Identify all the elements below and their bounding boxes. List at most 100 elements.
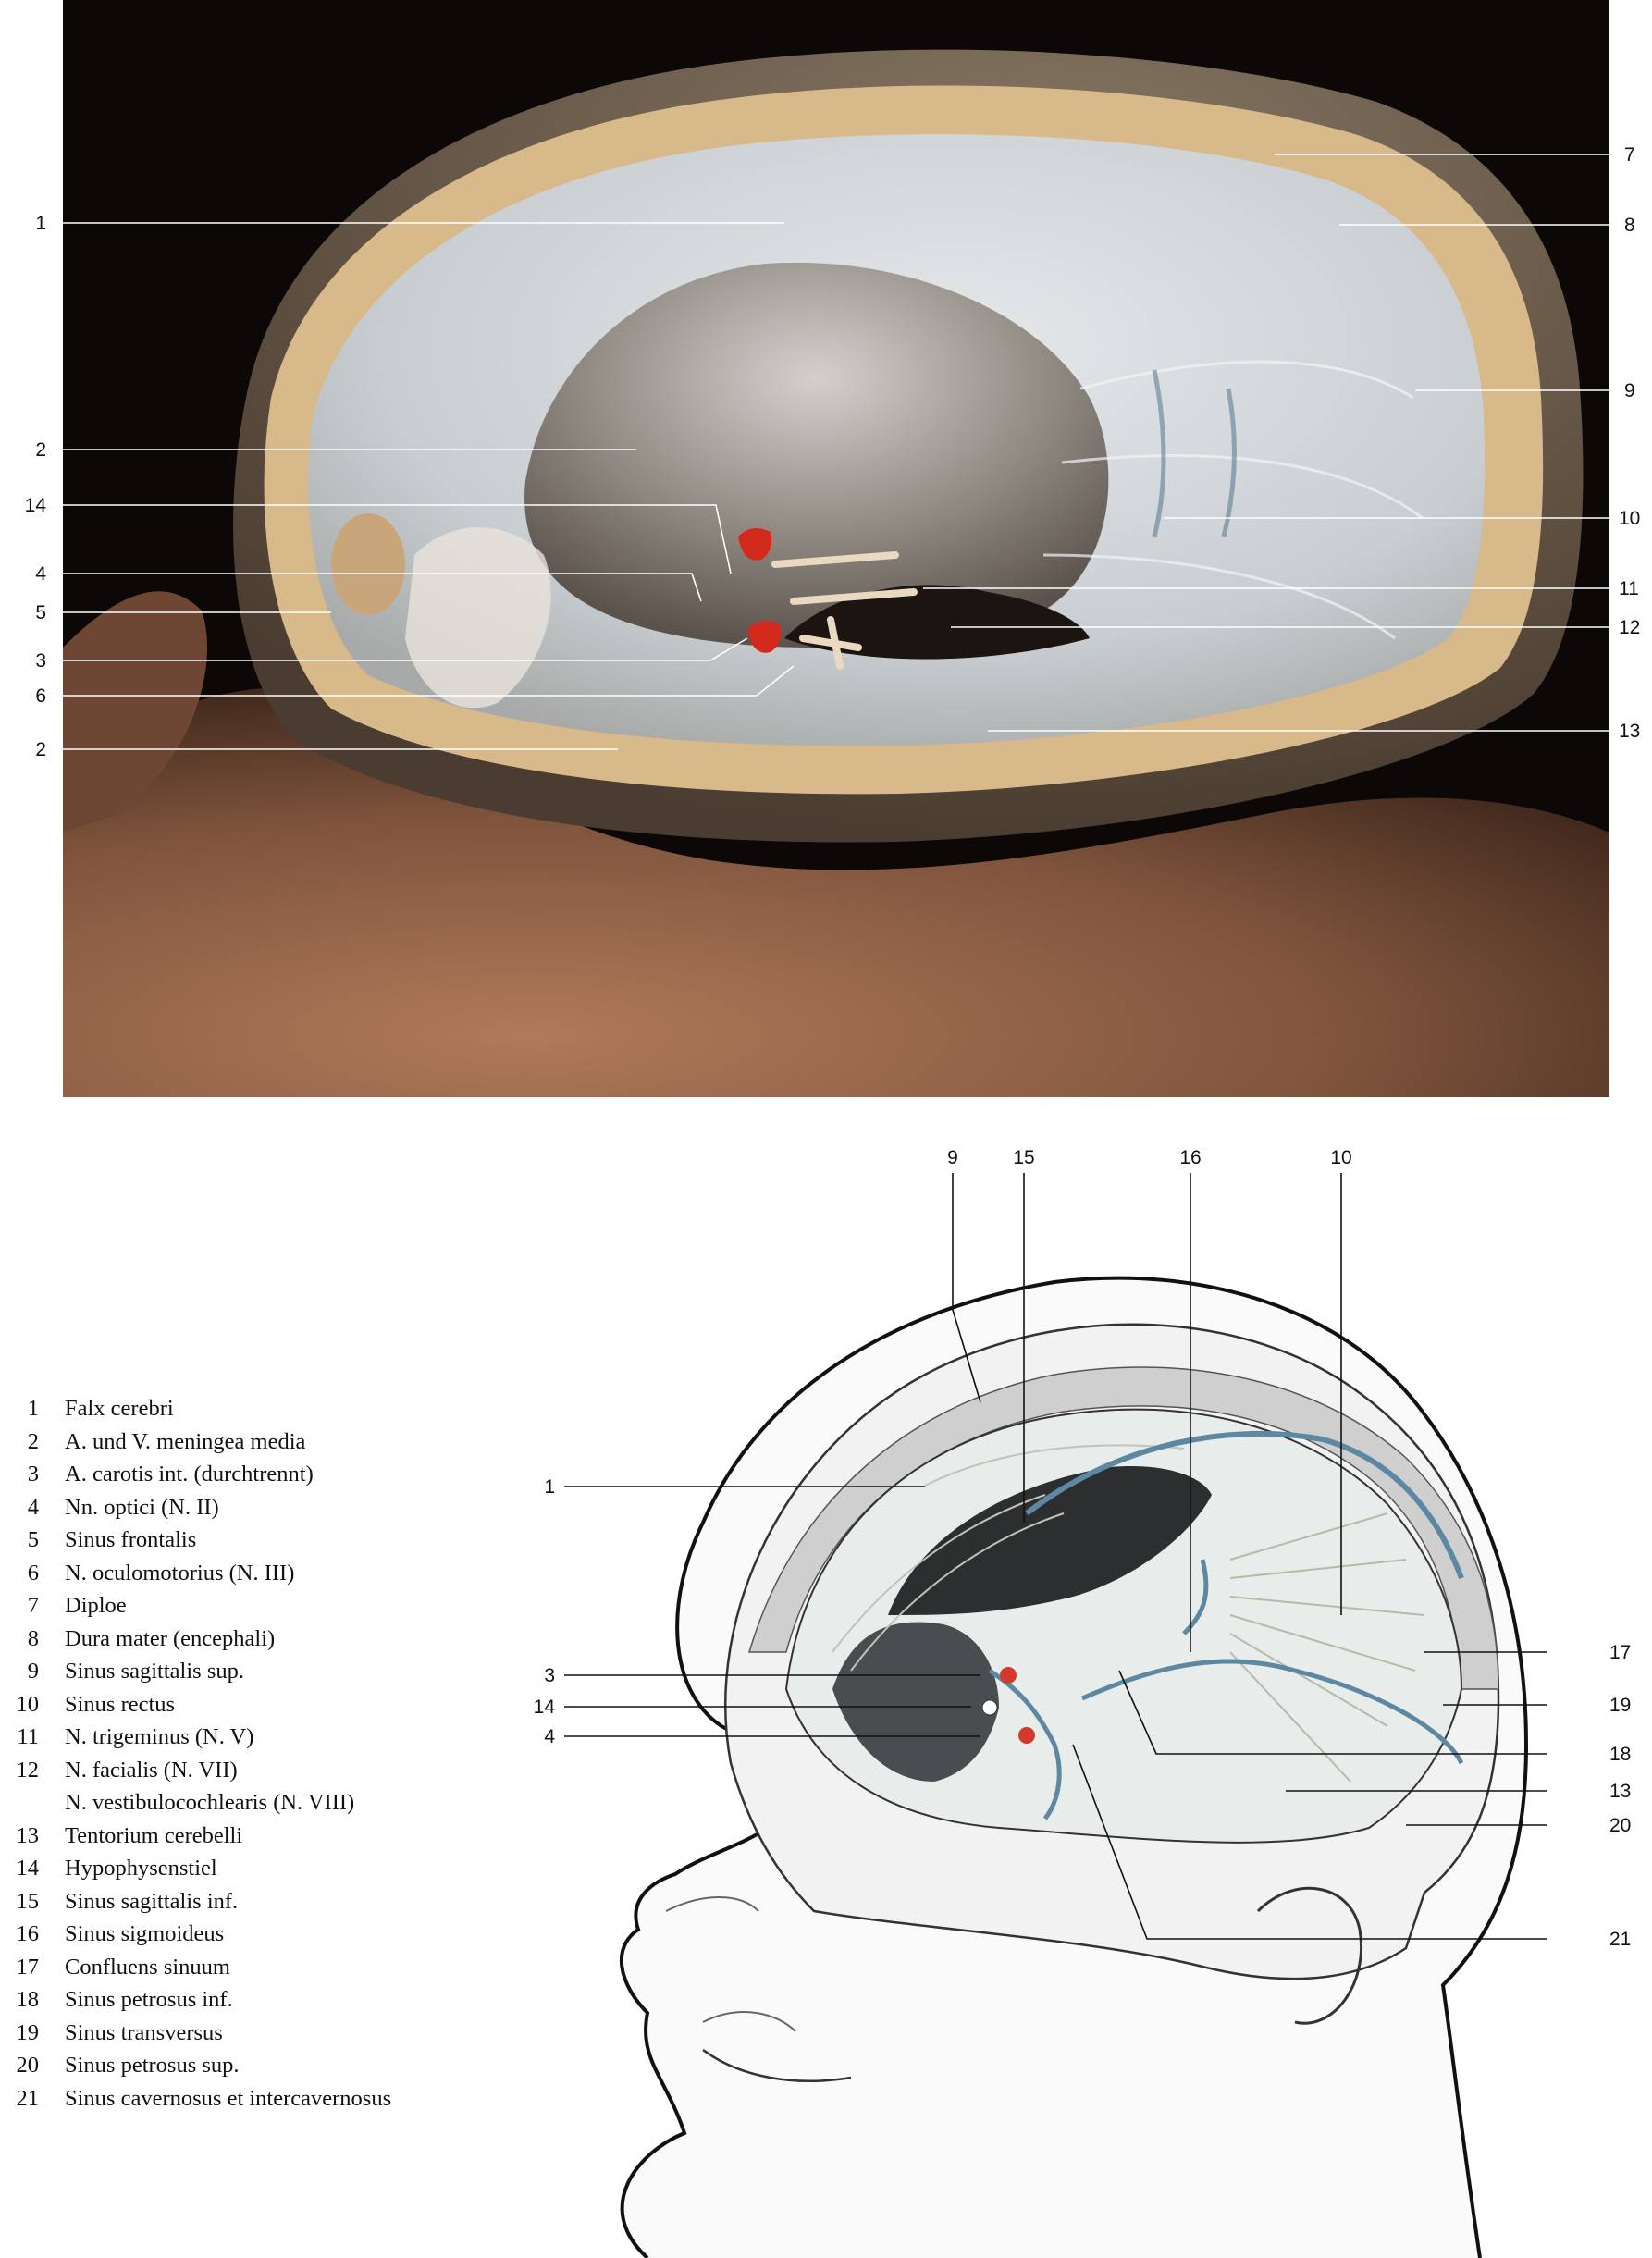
drawing-label-1: 1 <box>544 1476 555 1498</box>
photo-label-7: 7 <box>1624 144 1635 166</box>
photo-labels: 1 2 14 4 5 3 6 2 7 8 9 10 11 12 13 <box>25 144 1641 760</box>
photo-label-11: 11 <box>1619 578 1639 599</box>
legend-row: 20 Sinus petrosus sup. <box>11 2049 529 2082</box>
legend-term: Sinus frontalis <box>65 1527 197 1552</box>
legend-row: N. vestibulocochlearis (N. VIII) <box>11 1786 529 1820</box>
drawing-label-15: 15 <box>1013 1147 1034 1168</box>
legend-row: 17 Confluens sinuum <box>11 1951 529 1984</box>
legend-term: N. facialis (N. VII) <box>65 1757 238 1783</box>
legend-term: Dura mater (encephali) <box>65 1625 276 1651</box>
drawing-illustration: 9 15 16 10 1 3 14 4 17 19 18 13 20 21 <box>534 1147 1631 2258</box>
legend-term: Sinus transversus <box>65 2019 223 2045</box>
photo-label-3: 3 <box>35 650 46 672</box>
legend-number: 9 <box>27 1659 39 1684</box>
photo-illustration <box>63 49 1609 1097</box>
legend-term: Sinus cavernosus et intercavernosus <box>65 2085 392 2111</box>
drawing-label-16: 16 <box>1179 1147 1201 1168</box>
legend-row: 19 Sinus transversus <box>11 2017 529 2050</box>
legend-row: 1 Falx cerebri <box>11 1392 529 1425</box>
legend-row: 14 Hypophysenstiel <box>11 1852 529 1885</box>
photo-label-13: 13 <box>1619 721 1640 742</box>
photo-label-6: 6 <box>35 685 46 707</box>
photo-label-14: 14 <box>25 495 47 516</box>
legend-row: 4 Nn. optici (N. II) <box>11 1491 529 1524</box>
photo-label-10: 10 <box>1619 508 1640 529</box>
drawing-label-21: 21 <box>1609 1929 1631 1950</box>
photo-label-4: 4 <box>35 563 46 585</box>
drawing-label-9: 9 <box>947 1147 958 1168</box>
legend-row: 7 Diploe <box>11 1589 529 1623</box>
drawing-label-4: 4 <box>544 1726 555 1747</box>
legend-number: 5 <box>27 1527 39 1552</box>
legend-row: 18 Sinus petrosus inf. <box>11 1983 529 2017</box>
photo-label-1: 1 <box>35 213 46 234</box>
legend-number: 2 <box>27 1428 39 1454</box>
legend-number: 3 <box>27 1462 39 1487</box>
legend-term: Sinus petrosus sup. <box>65 2053 240 2078</box>
legend-term: Sinus petrosus inf. <box>65 1987 233 2012</box>
photo-label-9: 9 <box>1624 380 1635 401</box>
legend-number: 12 <box>16 1757 40 1783</box>
legend-term: Diploe <box>65 1593 127 1618</box>
legend-term: A. und V. meningea media <box>65 1428 306 1454</box>
legend-term: N. vestibulocochlearis (N. VIII) <box>65 1790 355 1815</box>
legend-term: Sinus sagittalis inf. <box>65 1888 239 1914</box>
drawing-label-19: 19 <box>1609 1695 1631 1716</box>
legend-number: 16 <box>16 1921 40 1946</box>
legend-row: 6 N. oculomotorius (N. III) <box>11 1557 529 1590</box>
legend-row: 11 N. trigeminus (N. V) <box>11 1721 529 1754</box>
legend-number: 20 <box>16 2053 40 2078</box>
legend-number: 15 <box>16 1888 40 1914</box>
legend-number: 6 <box>27 1560 39 1586</box>
legend-term: Falx cerebri <box>65 1396 174 1421</box>
legend-row: 5 Sinus frontalis <box>11 1524 529 1557</box>
legend-number: 1 <box>27 1396 39 1421</box>
anatomy-drawing: 9 15 16 10 1 3 14 4 17 19 18 13 20 21 <box>0 1097 1652 2258</box>
drawing-label-17: 17 <box>1609 1642 1631 1663</box>
legend-row: 3 A. carotis int. (durchtrennt) <box>11 1458 529 1491</box>
drawing-label-18: 18 <box>1609 1744 1631 1765</box>
legend-number: 11 <box>17 1724 39 1749</box>
legend-row: 9 Sinus sagittalis sup. <box>11 1655 529 1688</box>
legend-term: Tentorium cerebelli <box>65 1822 243 1848</box>
drawing-label-14: 14 <box>534 1697 556 1718</box>
legend-number: 13 <box>16 1822 40 1848</box>
legend-row: 10 Sinus rectus <box>11 1688 529 1721</box>
legend-number: 18 <box>16 1987 40 2012</box>
legend-number: 8 <box>27 1625 39 1651</box>
photo-label-2-upper: 2 <box>35 439 46 461</box>
legend-row: 21 Sinus cavernosus et intercavernosus <box>11 2082 529 2116</box>
legend-number: 19 <box>16 2019 40 2045</box>
legend-row: 13 Tentorium cerebelli <box>11 1820 529 1853</box>
legend-number: 4 <box>27 1494 39 1520</box>
legend-term: Confluens sinuum <box>65 1954 230 1980</box>
legend-row: 2 A. und V. meningea media <box>11 1425 529 1459</box>
legend-row: 15 Sinus sagittalis inf. <box>11 1885 529 1919</box>
legend-number: 21 <box>16 2085 40 2111</box>
legend-term: Nn. optici (N. II) <box>65 1494 219 1520</box>
legend-number: 17 <box>16 1954 40 1980</box>
drawing-label-10: 10 <box>1330 1147 1351 1168</box>
legend-number: 7 <box>27 1593 39 1618</box>
legend-row: 12 N. facialis (N. VII) <box>11 1754 529 1787</box>
legend-term: Sinus sagittalis sup. <box>65 1659 244 1684</box>
photo-label-8: 8 <box>1624 215 1635 236</box>
drawing-label-13: 13 <box>1609 1781 1631 1802</box>
legend-term: Sinus sigmoideus <box>65 1921 225 1946</box>
legend-term: N. trigeminus (N. V) <box>65 1724 254 1749</box>
legend: 1 Falx cerebri 2 A. und V. meningea media 3 A… <box>11 1392 529 2115</box>
legend-term: A. carotis int. (durchtrennt) <box>65 1462 314 1487</box>
legend-row: 8 Dura mater (encephali) <box>11 1623 529 1656</box>
legend-term: Hypophysenstiel <box>65 1856 217 1881</box>
legend-row: 16 Sinus sigmoideus <box>11 1918 529 1951</box>
drawing-label-20: 20 <box>1609 1815 1631 1836</box>
anatomy-photo <box>63 0 1609 1097</box>
photo-label-5: 5 <box>35 602 46 623</box>
photo-label-2-lower: 2 <box>35 739 46 760</box>
drawing-label-3: 3 <box>544 1665 555 1686</box>
legend-number: 14 <box>16 1856 40 1881</box>
legend-term: Sinus rectus <box>65 1691 176 1717</box>
legend-number: 10 <box>16 1691 40 1717</box>
legend-term: N. oculomotorius (N. III) <box>65 1560 295 1586</box>
photo-label-12: 12 <box>1619 617 1640 638</box>
